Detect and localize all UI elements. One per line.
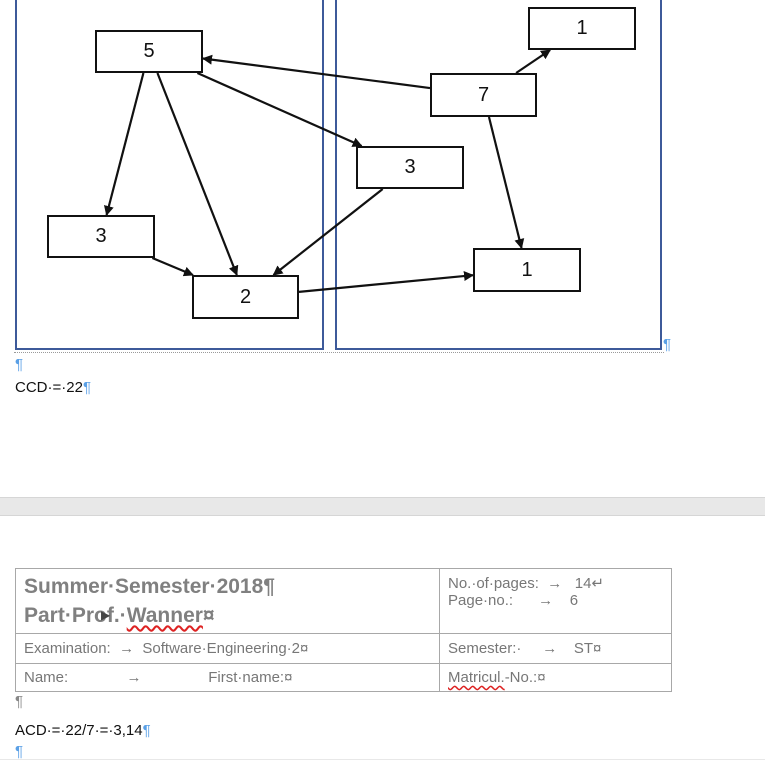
paragraph-boundary (14, 352, 664, 353)
dependency-arrows (103, 49, 551, 293)
ccd-text: CCD·=·22 (15, 379, 83, 396)
part-title: Part·Prof.·Wanner¤ (24, 604, 215, 627)
exam-header-table: Summer·Semester·2018¶ Part·Prof.·Wanner¤… (15, 568, 672, 692)
pilcrow-mark: ¶ (15, 743, 24, 760)
acd-text: ACD·=·22/7·=·3,14 (15, 722, 143, 739)
node-label: 1 (521, 258, 533, 281)
arrow-n5-to-n3a (103, 72, 145, 216)
arrow-n5-to-n3b (196, 71, 363, 148)
pages-count-line: No.·of·pages: → 14↵ (448, 575, 605, 592)
node-label: 2 (239, 285, 252, 308)
component-frame-right (335, 0, 662, 350)
pilcrow-mark: ¶ (142, 722, 151, 739)
node-label: 1 (576, 17, 588, 39)
node-7[interactable]: 7 (430, 73, 537, 117)
node-label: 5 (143, 40, 155, 62)
arrow-n2-to-n1b (298, 271, 474, 293)
header-title-cell[interactable]: Summer·Semester·2018¶ Part·Prof.·Wanner¤ (15, 568, 440, 634)
arrow-n7-to-n1b (487, 116, 525, 249)
semester-cell[interactable]: Semester:· → ST¤ (439, 633, 672, 664)
node-5[interactable]: 5 (95, 30, 203, 73)
component-frame-left (15, 0, 324, 350)
document-page-bottom: Summer·Semester·2018¶ Part·Prof.·Wanner¤… (0, 515, 765, 760)
arrow-n5-to-n2 (156, 72, 239, 276)
matricul-cell[interactable]: Matricul.-No.:¤ (439, 663, 672, 692)
node-3-left[interactable]: 3 (47, 215, 155, 258)
examination-cell[interactable]: Examination: → Software·Engineering·2¤ (15, 633, 440, 664)
misspelled-word: Matricul. (448, 669, 505, 686)
node-1-bottom[interactable]: 1 (473, 248, 581, 292)
acd-paragraph[interactable]: ACD·=·22/7·=·3,14¶ (15, 722, 151, 739)
pilcrow-mark: ¶ (15, 356, 24, 373)
node-3-right[interactable]: 3 (356, 146, 464, 189)
name-cell[interactable]: Name: → First·name:¤ (15, 663, 440, 692)
node-label: 3 (404, 156, 416, 178)
page-number-line: Page·no.: → 6 (448, 592, 579, 609)
ccd-paragraph[interactable]: CCD·=·22¶ (15, 379, 91, 396)
arrow-n7-to-n5 (202, 54, 431, 90)
node-label: 7 (477, 83, 490, 106)
pages-cell[interactable]: No.·of·pages: → 14↵ Page·no.: → 6 (439, 568, 672, 634)
misspelled-word: Wanner (126, 604, 203, 627)
arrow-n3b-to-n2 (272, 188, 384, 276)
node-label: 3 (95, 225, 107, 247)
pilcrow-mark: ¶ (663, 336, 672, 353)
pilcrow-mark: ¶ (15, 693, 24, 710)
mouse-pointer-icon: ▶ (101, 608, 111, 622)
document-page-top: 5 3 2 7 1 3 1 ¶ ¶ CCD·=·22¶ (0, 0, 765, 498)
arrow-n7-to-n1a (515, 49, 551, 74)
semester-title: Summer·Semester·2018¶ (24, 575, 275, 598)
node-2[interactable]: 2 (192, 275, 299, 319)
arrow-n3a-to-n2 (151, 256, 194, 277)
pilcrow-mark: ¶ (82, 379, 91, 396)
node-1-top[interactable]: 1 (528, 7, 636, 50)
